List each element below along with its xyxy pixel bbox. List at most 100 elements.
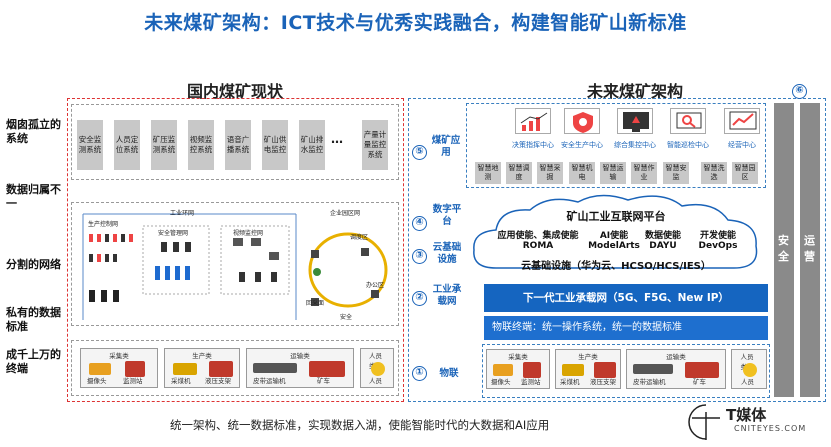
layer-2-label: 工业承载网	[432, 284, 462, 307]
worker-icon	[371, 362, 385, 376]
cloud-infrastructure: 云基础设施（华为云、HCSO/HCS/IES）	[521, 261, 711, 272]
enabler-name: 应用使能、集成使能	[497, 231, 579, 241]
terminal-group-production: 生产类 采煤机 液压支架	[164, 348, 240, 388]
enabler-sub: ModelArts	[588, 241, 640, 251]
security-label: 安全	[340, 314, 353, 321]
dispatch-label: 调度区	[350, 234, 369, 241]
right-heading: 未来煤矿架构	[586, 82, 683, 101]
smart-module[interactable]: 智慧运输	[600, 162, 626, 184]
system-card: 产量计量监控系统	[362, 120, 388, 170]
layer-1-label: 物联	[439, 368, 459, 379]
app-label: 安全生产中心	[561, 141, 603, 149]
system-card: 人员定位系统	[114, 120, 140, 170]
integrated-control-icon[interactable]	[617, 108, 653, 134]
smart-module[interactable]: 智慧作业	[631, 162, 657, 184]
smart-module[interactable]: 智慧安监	[663, 162, 689, 184]
system-card: 语音广播系统	[225, 120, 251, 170]
layer-4-number: ④	[412, 216, 427, 231]
left-heading: 国内煤矿现状	[186, 82, 283, 101]
enabler-name: AI使能	[599, 231, 629, 241]
smart-module[interactable]: 智慧调度	[506, 162, 532, 184]
enabler-name: 数据使能	[644, 231, 681, 241]
logo-name: T媒体	[726, 406, 767, 424]
system-card: 矿山排水监控	[299, 120, 325, 170]
system-card: 矿压监测系统	[151, 120, 177, 170]
ellipsis: …	[331, 132, 343, 146]
system-card: 矿山供电监控	[262, 120, 288, 170]
enabler-name: 开发使能	[699, 231, 736, 241]
layer-3-number: ③	[412, 249, 427, 264]
terminal-group-transport: 运输类 皮带运输机 矿车	[246, 348, 354, 388]
layer-6-number: ⑥	[792, 84, 807, 99]
cloud-shape	[473, 194, 758, 269]
app-label: 智能巡检中心	[667, 141, 709, 149]
label-data-ownership: 数据归属不一	[6, 183, 61, 210]
terminal-group-transport: 运输类 皮带运输机 矿车	[626, 349, 726, 389]
decision-command-icon[interactable]	[515, 108, 551, 134]
footer-caption: 统一架构、统一数据标准，实现数据入湖，使能智能时代的大数据和AI应用	[170, 418, 550, 432]
layer-1-number: ①	[412, 366, 427, 381]
layer-2-number: ②	[412, 291, 427, 306]
worker-icon	[743, 363, 757, 377]
video-net-label: 视频监控网	[233, 230, 264, 237]
mining-face-label: 回采面	[306, 300, 325, 307]
hydraulic-support-icon	[594, 362, 616, 378]
app-label: 经营中心	[728, 141, 756, 149]
label-many-terminals: 成千上万的终端	[6, 348, 61, 375]
smart-module[interactable]: 智慧机电	[569, 162, 595, 184]
shearer-icon	[173, 363, 197, 375]
system-card: 视频监控系统	[188, 120, 214, 170]
camera-icon	[493, 364, 513, 376]
terminal-group-personnel: 人员类 人员	[731, 349, 767, 389]
smart-module[interactable]: 智慧洗选	[701, 162, 727, 184]
system-card: 安全监测系统	[77, 120, 103, 170]
smart-inspection-icon[interactable]	[670, 108, 706, 134]
monitor-station-icon	[523, 362, 541, 378]
t-media-logo-icon	[688, 404, 720, 440]
monitor-station-icon	[125, 361, 145, 377]
belt-conveyor-icon	[253, 363, 297, 373]
network-diagram	[82, 213, 388, 320]
enabler-sub: DevOps	[698, 241, 738, 251]
page-title: 未来煤矿架构：ICT技术与优秀实践融合，构建智能矿山新标准	[144, 12, 687, 34]
label-private-standard: 私有的数据标准	[6, 306, 61, 333]
terminal-group-personnel: 人员类 人员	[360, 348, 394, 388]
iot-terminal-bar: 物联终端：统一操作系统，统一的数据标准	[484, 316, 768, 340]
layer-5-label: 煤矿应用	[431, 135, 461, 158]
label-isolated-systems: 烟囱孤立的系统	[6, 118, 61, 145]
industrial-network-bar: 下一代工业承载网（5G、F5G、New IP）	[484, 284, 768, 312]
mine-car-icon	[309, 361, 345, 377]
terminal-group-collect: 采集类 摄像头 监测站	[80, 348, 158, 388]
future-architecture-frame	[408, 98, 826, 402]
app-label: 综合集控中心	[614, 141, 656, 149]
enabler-sub: ROMA	[522, 241, 554, 251]
belt-conveyor-icon	[633, 364, 673, 374]
enabler-sub: DAYU	[649, 241, 677, 251]
office-area-label: 办公区	[366, 282, 385, 289]
app-label: 决策指挥中心	[512, 141, 554, 149]
layer-3-label: 云基础设施	[432, 242, 462, 265]
smart-module[interactable]: 智慧采掘	[537, 162, 563, 184]
safety-column: 安全	[774, 103, 794, 397]
safety-net-label: 安全管理网	[158, 230, 189, 237]
right-terminals-box	[482, 344, 770, 398]
platform-title: 矿山工业互联网平台	[566, 210, 666, 223]
safety-production-icon[interactable]	[564, 108, 600, 134]
layer-5-number: ⑤	[412, 145, 427, 160]
camera-icon	[89, 363, 111, 375]
layer-4-label: 数字平台	[432, 204, 462, 227]
label-split-network: 分割的网络	[6, 258, 61, 271]
hydraulic-support-icon	[209, 361, 233, 377]
smart-module[interactable]: 智慧园区	[732, 162, 758, 184]
industrial-ring-label: 工业环网	[170, 210, 195, 217]
terminal-group-collect: 采集类 摄像头 监测站	[486, 349, 550, 389]
operations-center-icon[interactable]	[724, 108, 760, 134]
terminal-group-production: 生产类 采煤机 液压支架	[555, 349, 621, 389]
logo-sub: CNITEYES.COM	[734, 424, 807, 433]
office-ring-label: 企业园区网	[330, 210, 361, 217]
production-net-label: 生产控制网	[88, 221, 119, 228]
coal-apps-box	[466, 103, 766, 188]
mine-car-icon	[685, 362, 719, 378]
current-state-frame	[67, 98, 404, 402]
smart-module[interactable]: 智慧地测	[475, 162, 501, 184]
